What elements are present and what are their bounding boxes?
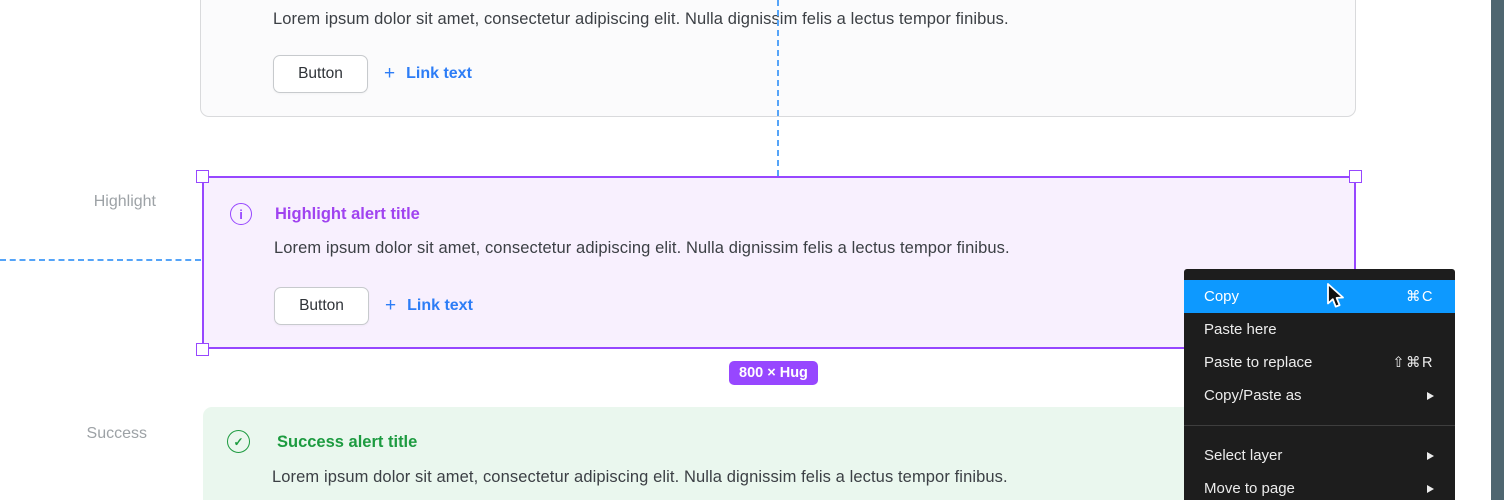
alert-actions: Button + Link text xyxy=(273,55,472,93)
alert-link-label: Link text xyxy=(407,297,473,314)
menu-item-label: Paste here xyxy=(1204,321,1277,338)
selection-size-badge: 800 × Hug xyxy=(729,361,818,385)
menu-divider xyxy=(1184,425,1455,426)
alert-card-highlight[interactable]: i Highlight alert title Lorem ipsum dolo… xyxy=(202,176,1356,349)
menu-item-move-to-page[interactable]: Move to page xyxy=(1184,472,1455,500)
plus-icon: + xyxy=(384,63,396,84)
right-panel-strip xyxy=(1491,0,1504,500)
menu-item-label: Paste to replace xyxy=(1204,354,1313,371)
menu-item-copy[interactable]: Copy ⌘C xyxy=(1184,280,1455,313)
alert-body-text: Lorem ipsum dolor sit amet, consectetur … xyxy=(272,468,1008,486)
alert-title: Highlight alert title xyxy=(275,205,420,223)
submenu-arrow-icon xyxy=(1427,451,1434,460)
alert-link[interactable]: + Link text xyxy=(385,295,473,317)
row-label-success: Success xyxy=(86,425,147,442)
horizontal-guide-line xyxy=(0,259,201,261)
menu-item-paste-to-replace[interactable]: Paste to replace ⇧⌘R xyxy=(1184,346,1455,379)
menu-item-copy-paste-as[interactable]: Copy/Paste as xyxy=(1184,379,1455,412)
menu-item-label: Copy/Paste as xyxy=(1204,387,1302,404)
alert-body-text: Lorem ipsum dolor sit amet, consectetur … xyxy=(274,239,1010,257)
alert-link-label: Link text xyxy=(406,65,472,82)
context-menu: Copy ⌘C Paste here Paste to replace ⇧⌘R … xyxy=(1184,269,1455,500)
selection-handle-top-left[interactable] xyxy=(196,170,209,183)
submenu-arrow-icon xyxy=(1427,484,1434,493)
menu-item-select-layer[interactable]: Select layer xyxy=(1184,439,1455,472)
row-label-highlight: Highlight xyxy=(93,193,156,210)
alert-title: Success alert title xyxy=(277,433,418,451)
menu-item-label: Copy xyxy=(1204,288,1240,305)
selection-handle-top-right[interactable] xyxy=(1349,170,1362,183)
alert-button[interactable]: Button xyxy=(274,287,369,325)
alert-link[interactable]: + Link text xyxy=(384,63,472,85)
info-icon: i xyxy=(230,203,252,225)
selection-handle-bottom-left[interactable] xyxy=(196,343,209,356)
alert-button[interactable]: Button xyxy=(273,55,368,93)
alert-card-success[interactable]: ✓ Success alert title Lorem ipsum dolor … xyxy=(203,407,1356,500)
menu-item-label: Move to page xyxy=(1204,480,1295,497)
menu-item-label: Select layer xyxy=(1204,447,1283,464)
menu-shortcut: ⇧⌘R xyxy=(1392,354,1434,371)
submenu-arrow-icon xyxy=(1427,391,1434,400)
plus-icon: + xyxy=(385,295,397,316)
menu-item-paste-here[interactable]: Paste here xyxy=(1184,313,1455,346)
alert-actions: Button + Link text xyxy=(274,287,473,325)
check-circle-icon: ✓ xyxy=(227,430,250,453)
mouse-cursor-icon xyxy=(1322,281,1348,316)
alert-body-text: Lorem ipsum dolor sit amet, consectetur … xyxy=(273,10,1009,28)
vertical-guide-line xyxy=(777,0,779,176)
menu-shortcut: ⌘C xyxy=(1406,288,1434,305)
